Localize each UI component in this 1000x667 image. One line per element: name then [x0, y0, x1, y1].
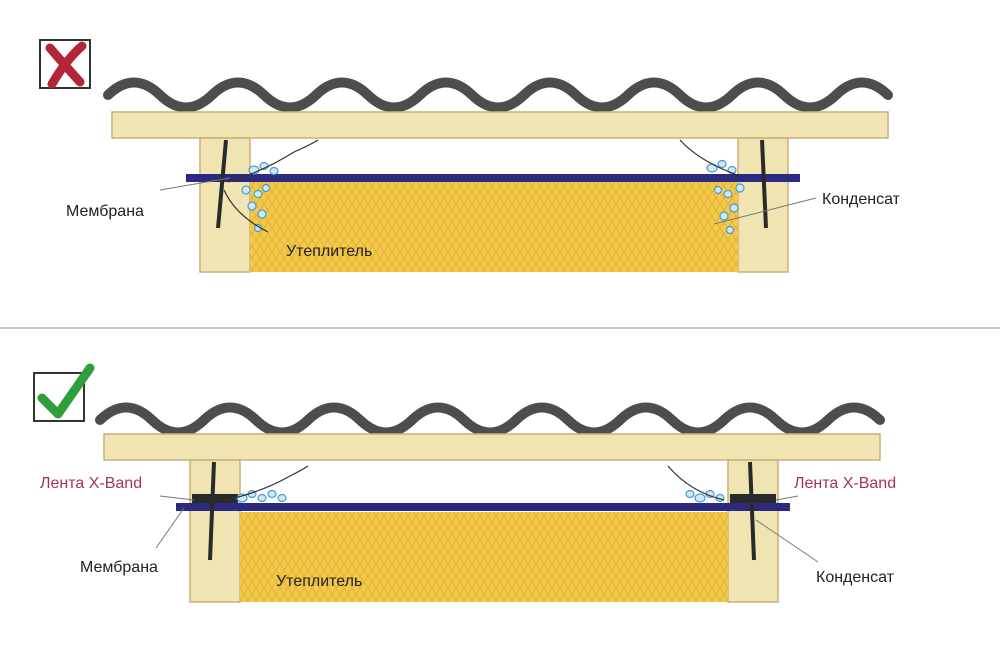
batten [111, 111, 889, 139]
membrane-label: Мембрана [66, 203, 144, 220]
condensate-label: Конденсат [822, 191, 901, 208]
condensate-droplets-left [241, 161, 279, 233]
tape-label-right: Лента X-Band [794, 475, 896, 492]
wrong-panel: Мембрана Конденсат Утеплитель [39, 39, 901, 273]
roof-sheet [95, 402, 885, 438]
condensate-droplets-right [685, 489, 725, 503]
roof-sheet [103, 77, 893, 113]
membrane [186, 174, 800, 182]
right-panel: Лента X-Band Лента X-Band Мембрана Конде… [33, 363, 896, 603]
cross-mark-icon [39, 39, 91, 89]
insulation-label: Утеплитель [276, 573, 362, 590]
condensate-label: Конденсат [816, 569, 895, 586]
check-mark-icon [33, 363, 95, 422]
membrane-label: Мембрана [80, 559, 158, 576]
insulation-label: Утеплитель [286, 243, 372, 260]
membrane [176, 503, 790, 511]
batten [103, 433, 881, 461]
tape-label-left: Лента X-Band [40, 475, 142, 492]
x-band-tape-left [192, 494, 238, 503]
condensate-droplets-left [236, 489, 287, 503]
